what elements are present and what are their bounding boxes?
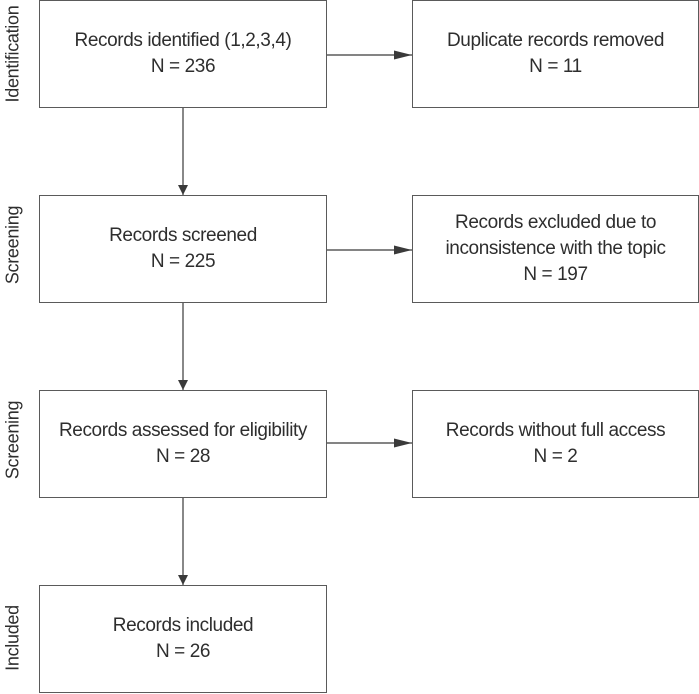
box-records-identified-title: Records identified (1,2,3,4)	[74, 30, 292, 51]
box-records-excluded-topic: Records excluded due to inconsistence wi…	[412, 195, 699, 303]
box-records-identified-count: N = 236	[150, 56, 216, 77]
box-records-included: Records included N = 26	[39, 585, 327, 693]
box-records-identified: Records identified (1,2,3,4) N = 236	[39, 0, 327, 108]
box-records-without-full-access: Records without full access N = 2	[412, 390, 699, 498]
box-records-excluded-topic-count: N = 197	[523, 264, 588, 285]
box-records-screened: Records screened N = 225	[39, 195, 327, 303]
box-records-without-full-access-count: N = 2	[533, 446, 578, 467]
box-records-excluded-topic-line1: Records excluded due to	[455, 212, 656, 233]
box-records-screened-count: N = 225	[150, 251, 216, 272]
box-records-without-full-access-title: Records without full access	[445, 420, 666, 441]
box-records-included-title: Records included	[112, 615, 254, 636]
box-duplicate-records-removed-count: N = 11	[529, 56, 582, 77]
box-records-assessed-eligibility-title: Records assessed for eligibility	[58, 420, 308, 441]
box-duplicate-records-removed-title: Duplicate records removed	[446, 30, 665, 51]
box-records-included-count: N = 26	[155, 641, 211, 662]
box-records-screened-title: Records screened	[109, 225, 257, 246]
box-duplicate-records-removed: Duplicate records removed N = 11	[412, 0, 699, 108]
box-records-assessed-eligibility: Records assessed for eligibility N = 28	[39, 390, 327, 498]
box-records-assessed-eligibility-count: N = 28	[155, 446, 211, 467]
box-records-excluded-topic-line2: inconsistence with the topic	[445, 238, 666, 259]
